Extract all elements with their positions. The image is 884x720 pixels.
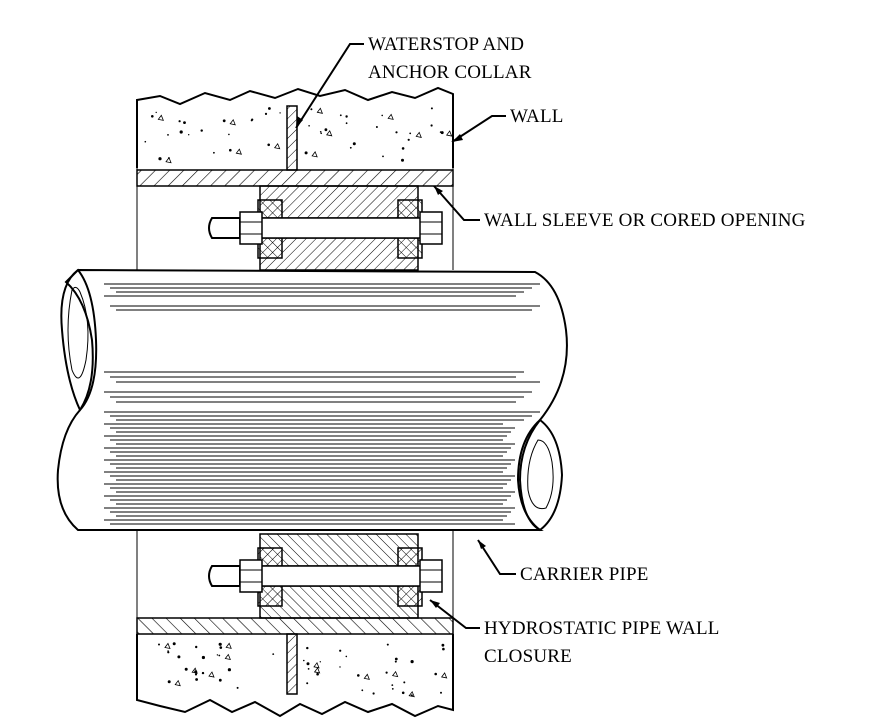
wall-concrete-top: [136, 86, 454, 168]
wall-concrete-bottom: [136, 634, 454, 718]
waterstop-collar-top: [286, 105, 298, 171]
label-carrier-pipe: CARRIER PIPE: [520, 564, 649, 585]
label-wall: WALL: [510, 106, 564, 127]
wall-sleeve-bottom: [136, 617, 454, 635]
waterstop-collar-bottom: [286, 633, 298, 695]
carrier-pipe: [56, 268, 568, 532]
leader-lines: [295, 43, 516, 629]
label-waterstop-line1: WATERSTOP AND: [368, 34, 524, 55]
label-hydrostatic-line2: CLOSURE: [484, 646, 572, 667]
label-wall-sleeve: WALL SLEEVE OR CORED OPENING: [484, 210, 806, 231]
seal-assembly-bottom: [208, 533, 443, 619]
label-waterstop-line2: ANCHOR COLLAR: [368, 62, 532, 83]
seal-assembly-top: [208, 185, 443, 271]
label-hydrostatic-line1: HYDROSTATIC PIPE WALL: [484, 618, 720, 639]
wall-sleeve-top: [136, 169, 454, 187]
